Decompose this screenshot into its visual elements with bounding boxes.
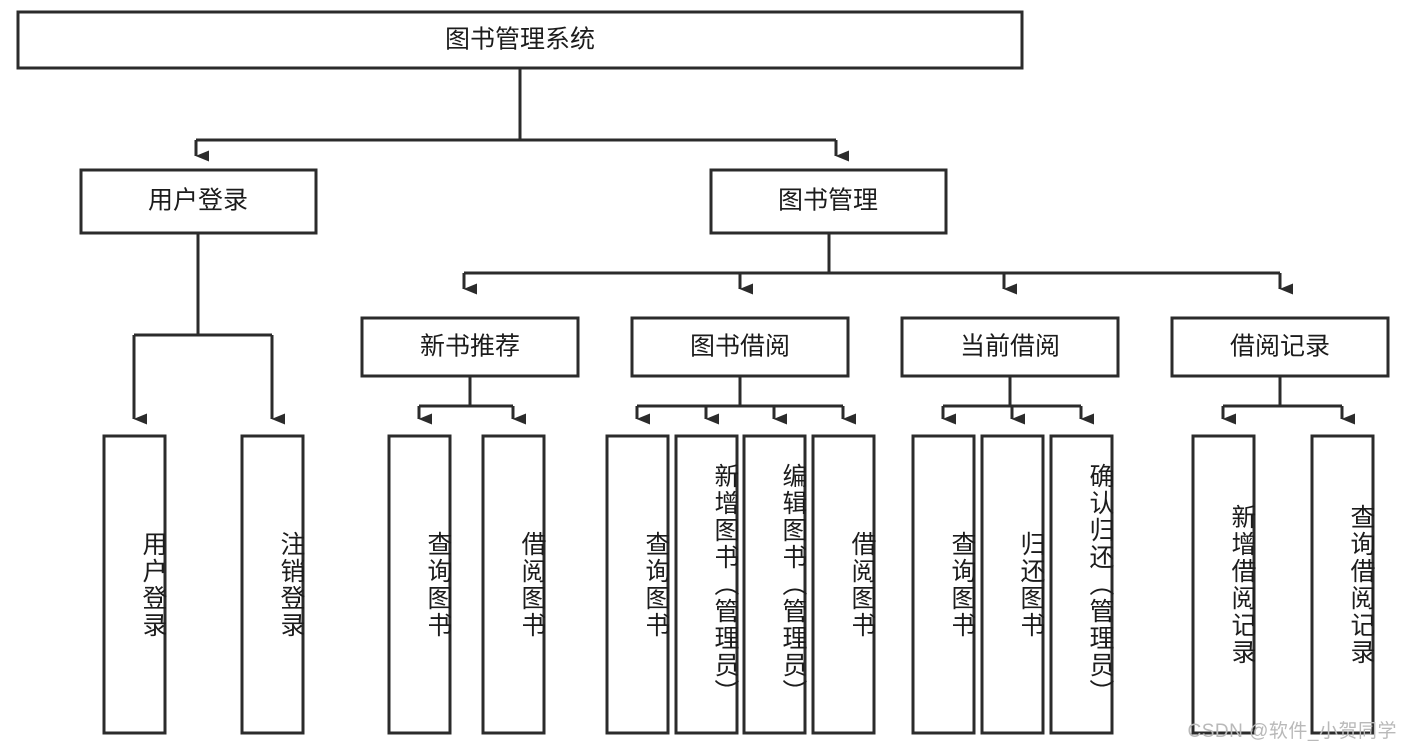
- label-borrow-record: 借阅记录: [1230, 333, 1330, 361]
- connector-bookmanage-to-level3: [462, 233, 1293, 295]
- connector-borrowrecord-to-leaves: [1221, 376, 1355, 425]
- node-leaf-user-login[interactable]: [102, 434, 167, 735]
- node-root[interactable]: [16, 10, 1024, 70]
- node-leaf-query-record[interactable]: [1310, 434, 1375, 735]
- label-new-book-recommend: 新书推荐: [420, 333, 520, 361]
- node-leaf-confirm-return[interactable]: [1049, 434, 1114, 735]
- node-current-borrow[interactable]: [900, 316, 1120, 378]
- node-book-borrow[interactable]: [630, 316, 850, 378]
- connector-userlogin-to-leaves: [132, 233, 285, 425]
- connector-newbook-to-leaves: [417, 376, 526, 425]
- node-borrow-record[interactable]: [1170, 316, 1390, 378]
- label-book-borrow: 图书借阅: [690, 333, 790, 361]
- node-user-login[interactable]: [79, 168, 318, 235]
- label-root: 图书管理系统: [445, 26, 595, 54]
- connector-root-to-level2: [194, 68, 849, 162]
- node-leaf-return-book[interactable]: [980, 434, 1045, 735]
- node-leaf-borrow-book-2[interactable]: [811, 434, 876, 735]
- node-book-manage[interactable]: [709, 168, 948, 235]
- node-leaf-query-book-2[interactable]: [605, 434, 670, 735]
- node-leaf-query-book-1[interactable]: [387, 434, 452, 735]
- node-leaf-add-book[interactable]: [674, 434, 739, 735]
- connector-bookborrow-to-leaves: [635, 376, 856, 425]
- node-leaf-add-record[interactable]: [1191, 434, 1256, 735]
- label-book-manage: 图书管理: [778, 187, 878, 215]
- node-new-book-recommend[interactable]: [360, 316, 580, 378]
- connector-currentborrow-to-leaves: [941, 376, 1094, 425]
- node-leaf-user-logout[interactable]: [240, 434, 305, 735]
- node-leaf-borrow-book-1[interactable]: [481, 434, 546, 735]
- node-leaf-query-book-3[interactable]: [911, 434, 976, 735]
- label-user-login: 用户登录: [148, 187, 248, 215]
- label-current-borrow: 当前借阅: [960, 333, 1060, 361]
- node-leaf-edit-book[interactable]: [742, 434, 807, 735]
